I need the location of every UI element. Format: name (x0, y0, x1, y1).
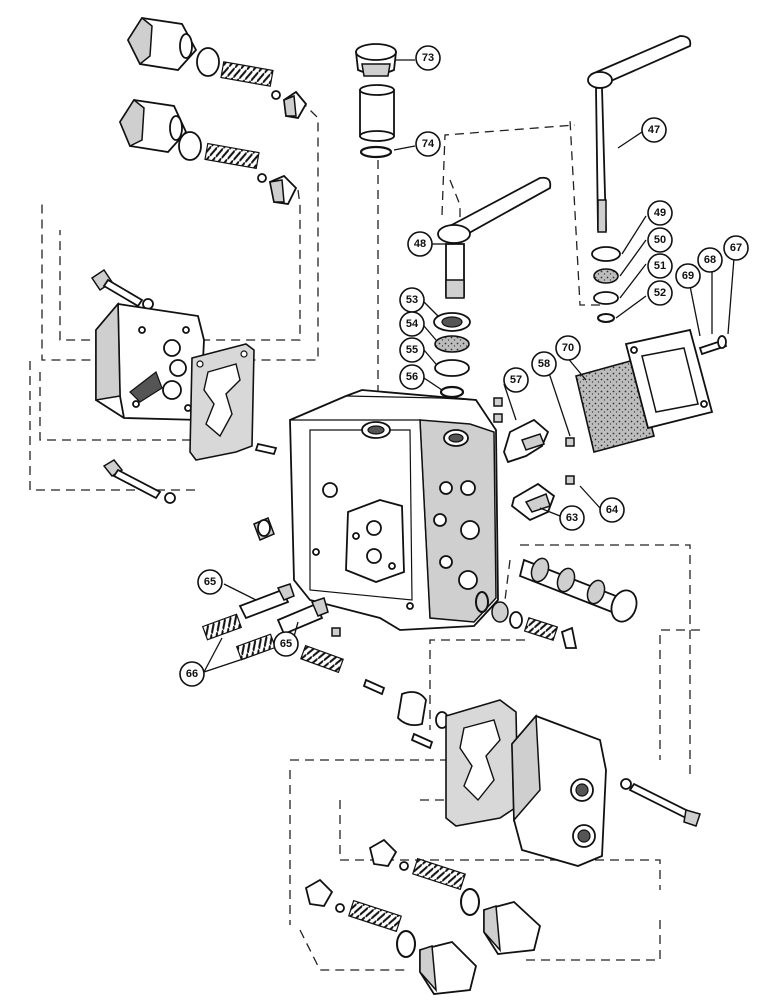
callout-54: 54 (399, 311, 425, 337)
svg-text:65: 65 (204, 576, 216, 588)
poppet-65-b (276, 597, 329, 636)
springs-66 (201, 613, 277, 661)
svg-text:50: 50 (654, 234, 666, 246)
callout-50: 50 (647, 227, 673, 253)
callout-65-lower: 65 (273, 631, 299, 657)
svg-text:74: 74 (422, 138, 435, 150)
callout-68: 68 (697, 247, 723, 273)
svg-text:66: 66 (186, 668, 198, 680)
bolt-68 (698, 335, 728, 356)
plug-73 (355, 43, 397, 77)
callout-47: 47 (641, 117, 667, 143)
bottom-fitting-assembly-1 (368, 838, 542, 955)
svg-text:69: 69 (682, 270, 694, 282)
callout-55: 55 (399, 337, 425, 363)
callout-74: 74 (415, 131, 441, 157)
lever-47 (587, 35, 692, 233)
svg-text:51: 51 (654, 260, 666, 272)
small-pins (493, 397, 575, 485)
callout-65-upper: 65 (197, 569, 223, 595)
detent-63 (510, 482, 556, 522)
bottom-bolt (620, 778, 701, 827)
svg-text:57: 57 (510, 374, 522, 386)
leader-lines (203, 59, 735, 673)
callout-48: 48 (407, 231, 433, 257)
svg-text:53: 53 (406, 294, 418, 306)
callout-69: 69 (675, 263, 701, 289)
svg-text:65: 65 (280, 638, 292, 650)
control-spool (518, 557, 638, 623)
cover-plate-70 (575, 359, 655, 453)
callout-53: 53 (399, 287, 425, 313)
small-plug-left (253, 517, 275, 541)
callout-57: 57 (503, 367, 529, 393)
left-bolt-lower (102, 459, 176, 504)
detent-57 (503, 418, 550, 464)
left-gasket (189, 343, 255, 461)
callout-66: 66 (179, 661, 205, 687)
callout-73: 73 (415, 45, 441, 71)
svg-text:54: 54 (406, 318, 419, 330)
main-valve-body (289, 389, 499, 631)
svg-text:56: 56 (406, 371, 418, 383)
callout-56: 56 (399, 364, 425, 390)
bottom-end-cover (511, 714, 607, 867)
svg-text:55: 55 (406, 344, 418, 356)
callout-52: 52 (647, 280, 673, 306)
cover-frame-69 (624, 328, 714, 430)
svg-text:52: 52 (654, 287, 666, 299)
top-left-fitting-assembly-1 (126, 16, 308, 119)
callout-70: 70 (555, 335, 581, 361)
seal-stack-47 (591, 246, 621, 323)
svg-text:63: 63 (566, 512, 578, 524)
seal-stack-48 (433, 312, 471, 399)
svg-text:67: 67 (730, 242, 742, 254)
callout-58: 58 (531, 351, 557, 377)
callout-51: 51 (647, 253, 673, 279)
svg-text:70: 70 (562, 342, 574, 354)
center-small-parts (300, 627, 449, 750)
callout-49: 49 (647, 200, 673, 226)
poppet-65-a (238, 583, 295, 620)
spool-seals (475, 591, 578, 649)
svg-text:58: 58 (538, 358, 550, 370)
left-bolt-upper (90, 268, 154, 310)
callout-64: 64 (599, 497, 625, 523)
callout-63: 63 (559, 505, 585, 531)
left-dowel-pin (254, 442, 278, 456)
svg-text:73: 73 (422, 52, 434, 64)
svg-text:64: 64 (606, 504, 619, 516)
callout-67: 67 (723, 235, 749, 261)
sleeve-74 (359, 84, 395, 159)
bottom-fitting-assembly-2 (304, 878, 477, 995)
bottom-gasket (445, 699, 519, 827)
svg-text:48: 48 (414, 238, 426, 250)
top-left-fitting-assembly-2 (118, 98, 298, 205)
left-end-cover (95, 302, 205, 421)
lever-48 (437, 176, 552, 299)
svg-text:47: 47 (648, 124, 660, 136)
svg-text:68: 68 (704, 254, 716, 266)
svg-text:49: 49 (654, 207, 666, 219)
